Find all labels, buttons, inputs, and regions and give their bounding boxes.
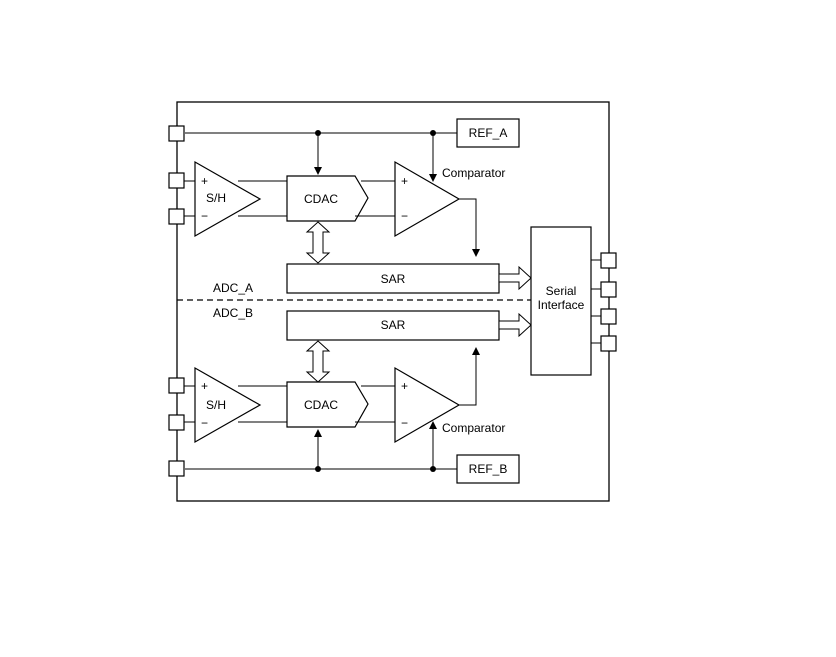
adc-a-channel: REF_A + − S/H CDAC + − Comparator SAR <box>168 118 532 295</box>
sar-b-label: SAR <box>381 318 406 332</box>
pin-serial-1 <box>600 252 617 269</box>
pin-serial-2 <box>600 281 617 298</box>
serial-interface: Serial Interface <box>530 226 617 376</box>
pin-ref-a <box>168 125 185 142</box>
sh-b-amplifier <box>194 366 262 444</box>
sh-a-plus: + <box>201 174 208 188</box>
serial-interface-label-line1: Serial <box>546 284 577 298</box>
sh-a-amplifier <box>194 160 262 238</box>
pin-ain-a-plus <box>168 172 185 189</box>
sh-a-label: S/H <box>206 191 226 205</box>
comparator-a <box>394 160 461 238</box>
pin-serial-3 <box>600 308 617 325</box>
pin-ain-b-minus <box>168 414 185 431</box>
ref-b-box <box>456 454 520 484</box>
ref-a-box <box>456 118 520 148</box>
comparator-a-label: Comparator <box>442 166 505 180</box>
sh-b-minus: − <box>201 416 208 430</box>
sar-b-output-arrow <box>498 312 532 338</box>
adc-b-channel: ADC_B SAR + − S/H CDAC + − Comparator <box>168 306 532 484</box>
cdac-a-label: CDAC <box>304 192 338 206</box>
ref-b-label: REF_B <box>469 462 508 476</box>
sh-b-label: S/H <box>206 398 226 412</box>
comparator-b-minus: − <box>401 416 408 430</box>
sh-a-minus: − <box>201 209 208 223</box>
serial-interface-block <box>530 226 592 376</box>
cdac-a-block <box>286 175 369 222</box>
cdac-b-sar-bus-arrow <box>305 340 331 383</box>
sh-b-plus: + <box>201 379 208 393</box>
serial-interface-label-line2: Interface <box>538 298 585 312</box>
chip-boundary <box>176 101 610 502</box>
sar-b-block <box>286 310 500 341</box>
adc-b-label: ADC_B <box>213 306 253 320</box>
pin-serial-4 <box>600 335 617 352</box>
cdac-b-block <box>286 381 369 428</box>
pin-ain-b-plus <box>168 377 185 394</box>
comparator-b-label: Comparator <box>442 421 505 435</box>
sar-a-block <box>286 263 500 294</box>
pin-ref-b <box>168 460 185 477</box>
cdac-b-label: CDAC <box>304 398 338 412</box>
sar-a-label: SAR <box>381 272 406 286</box>
comparator-a-plus: + <box>401 174 408 188</box>
comparator-b-plus: + <box>401 379 408 393</box>
comparator-a-minus: − <box>401 209 408 223</box>
cdac-a-sar-bus-arrow <box>305 221 331 264</box>
sar-a-output-arrow <box>498 265 532 291</box>
pin-ain-a-minus <box>168 208 185 225</box>
adc-a-label: ADC_A <box>213 281 253 295</box>
comparator-b <box>394 366 461 444</box>
ref-a-label: REF_A <box>469 126 508 140</box>
